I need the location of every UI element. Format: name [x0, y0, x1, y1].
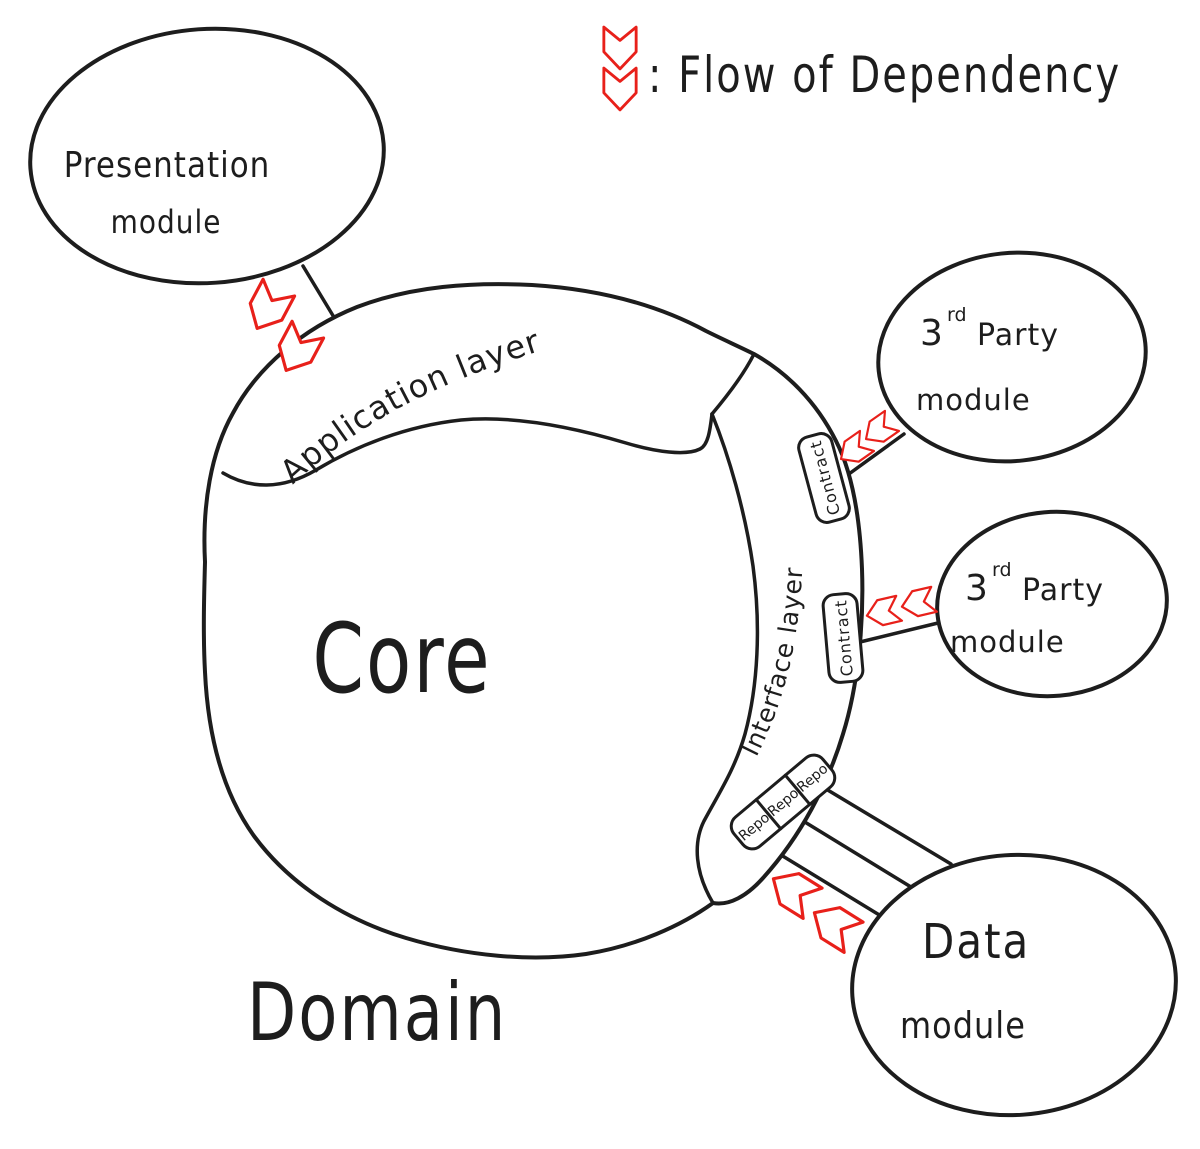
data-module-type: module: [900, 1005, 1026, 1048]
contract-bottom-dependency-chevron-icon: [862, 594, 904, 630]
layer-divider-line: [710, 352, 756, 416]
interface-layer-inner-edge: [695, 412, 760, 905]
repo1-to-data-line: [824, 787, 953, 866]
data-module-label: Data module: [900, 913, 1030, 1048]
legend-chevron-icon: [602, 25, 638, 71]
legend-chevron-icon: [602, 66, 638, 112]
data-dependency-chevron-icon: [762, 862, 824, 920]
third-party-bottom-ordinal: rd: [992, 559, 1012, 581]
core-label: Core: [312, 603, 491, 715]
presentation-module-name: Presentation: [64, 144, 271, 186]
repo-cell-divider: [754, 798, 783, 831]
third-party-bottom-name: Party: [1022, 573, 1104, 608]
data-module-ellipse: [850, 852, 1178, 1118]
third-party-bottom-module-label: 3 rd Party module: [950, 559, 1104, 659]
data-dependency-chevron-icon: [803, 896, 865, 954]
third-party-top-ordinal: rd: [947, 304, 967, 326]
third-party-bottom-to-contract-line: [858, 621, 940, 644]
third-party-top-num: 3: [920, 313, 944, 354]
repo-cell-divider: [783, 773, 812, 806]
presentation-module-ellipse: [28, 26, 386, 286]
third-party-top-name: Party: [977, 318, 1059, 353]
third-party-top-module-ellipse: [876, 250, 1148, 464]
data-module-name: Data: [922, 913, 1030, 970]
contract-bottom-dependency-chevron-icon: [897, 585, 939, 621]
third-party-bottom-num: 3: [965, 568, 989, 609]
legend-label: : Flow of Dependency: [648, 46, 1121, 105]
domain-label: Domain: [247, 967, 507, 1060]
third-party-top-to-contract-line: [840, 432, 906, 481]
third-party-top-module-label: 3 rd Party module: [916, 304, 1059, 417]
presentation-module-label: Presentation module: [64, 144, 271, 242]
third-party-top-type: module: [916, 383, 1031, 417]
presentation-module-type: module: [111, 204, 222, 241]
repo-ports: Repo Repo Repo: [729, 753, 837, 851]
third-party-bottom-module-ellipse: [935, 509, 1169, 699]
repo2-to-data-line: [793, 814, 913, 889]
contract-port-bottom: Contract: [821, 592, 865, 684]
third-party-bottom-type: module: [950, 625, 1065, 659]
application-layer-inner-edge: [221, 412, 714, 487]
core-blob-outline: [201, 282, 865, 960]
